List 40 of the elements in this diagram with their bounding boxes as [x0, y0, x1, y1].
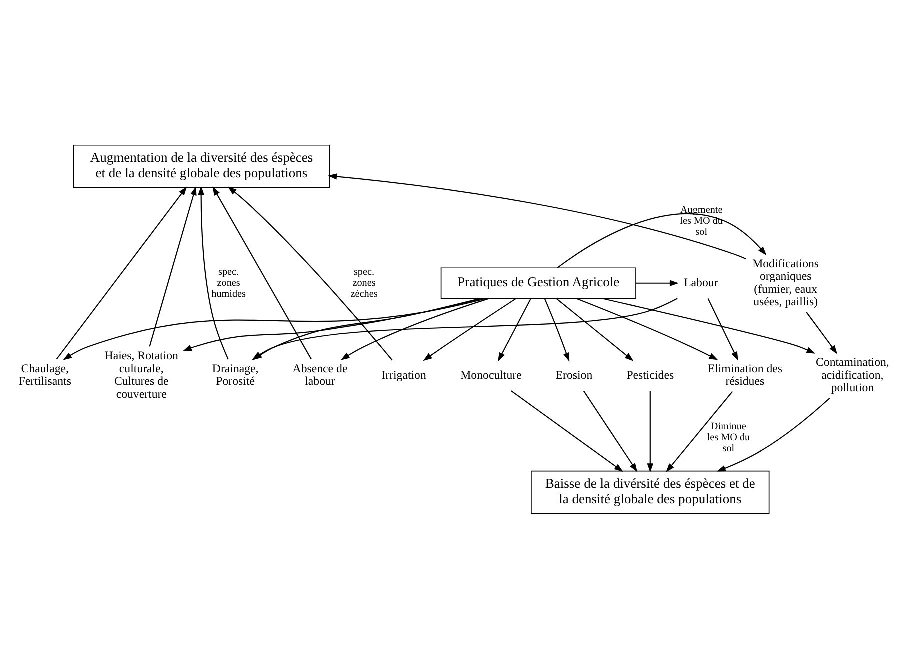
- node-text: Haies, Rotation culturale, Cultures de couverture: [104, 348, 178, 401]
- arrow: [666, 391, 734, 472]
- arrow: [647, 391, 654, 473]
- arrow: [576, 298, 718, 360]
- node-text: Irrigation: [382, 368, 426, 382]
- arrow: [636, 280, 679, 287]
- node-text: Chaulage, Fertilisants: [18, 361, 72, 388]
- arrow: [423, 298, 517, 362]
- edge-label: Augmente les MO du sol: [680, 204, 724, 238]
- node-box: Pratiques de Gestion Agricole: [440, 268, 636, 300]
- edge-label: Diminue les MO du sol: [707, 421, 750, 454]
- arrow: [511, 390, 624, 472]
- arrow: [56, 186, 188, 360]
- node-text: Erosion: [556, 368, 593, 382]
- node-text: Modifications organiques (fumier, eaux usées, paillis): [752, 256, 820, 309]
- edge-label: spec. zones zéches: [350, 266, 378, 300]
- edge-label: spec. zones humides: [212, 266, 246, 300]
- node-text: Drainage, Porosité: [212, 361, 259, 388]
- arrow: [806, 312, 838, 354]
- arrow: [556, 298, 634, 362]
- node-text: Pesticides: [626, 368, 674, 382]
- node-text: Elimination des résidues: [708, 361, 783, 388]
- arrow: [182, 298, 484, 352]
- arrow: [198, 186, 229, 360]
- arrow: [149, 186, 197, 347]
- node-text: Labour: [684, 276, 718, 290]
- arrow: [716, 398, 830, 472]
- arrow: [602, 298, 816, 354]
- node-box: Baisse de la divérsité des éspèces et de la densité globale des populations: [531, 470, 770, 514]
- arrow: [583, 390, 638, 472]
- arrow: [340, 298, 490, 360]
- arrow: [328, 174, 746, 260]
- node-box: Augmentation de la diversité des éspèces et de la densité globale des populations: [74, 144, 330, 188]
- arrow: [544, 298, 570, 362]
- arrow: [498, 298, 532, 362]
- arrow: [708, 298, 738, 361]
- node-text: Absence de labour: [292, 361, 348, 388]
- node-text: Monoculture: [460, 368, 522, 382]
- node-text: Contamination, acidification, pollution: [816, 355, 890, 394]
- arrow: [557, 214, 767, 269]
